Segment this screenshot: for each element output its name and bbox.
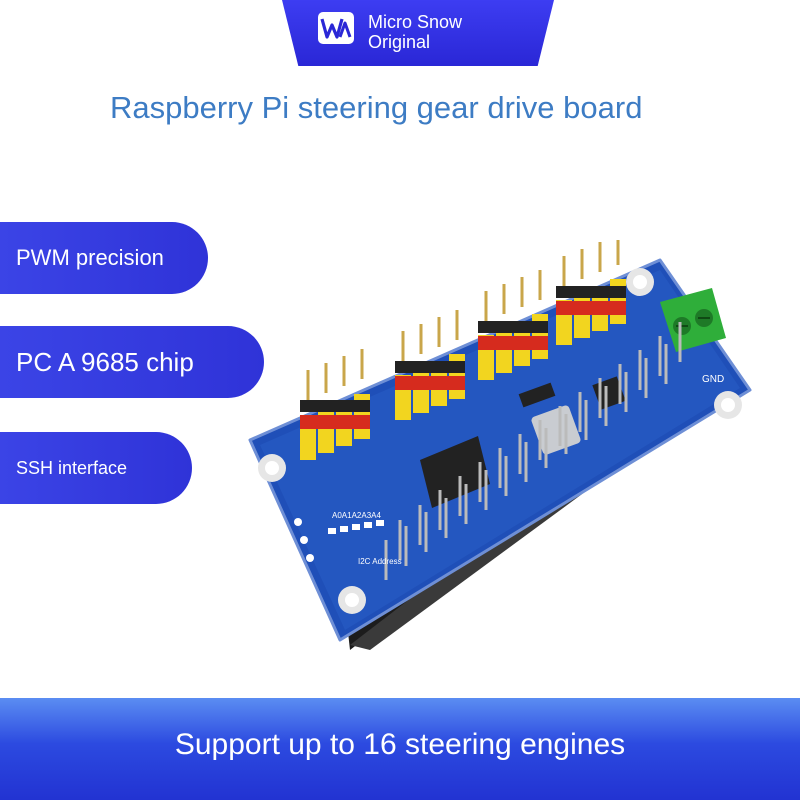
brand-tab: Micro Snow Original — [282, 0, 554, 66]
brand-name-line1: Micro Snow — [368, 12, 463, 32]
feature-badge-interface: SSH interface — [0, 432, 192, 504]
regulator-chip — [531, 405, 581, 455]
terminal-label: GND — [702, 374, 724, 385]
mounting-holes — [258, 268, 742, 614]
screw-terminal — [660, 288, 726, 352]
status-leds — [294, 518, 314, 562]
banner-text: Support up to 16 steering engines — [174, 728, 626, 761]
bottom-banner: Support up to 16 steering engines — [0, 698, 800, 800]
capacitor — [518, 382, 556, 408]
servo-pins — [306, 240, 620, 400]
address-label: A0A1A2A3A4 — [332, 511, 381, 520]
pca9685-chip — [420, 436, 490, 508]
servo-header-group-2 — [395, 354, 465, 420]
product-image: GND A0A1A2A3A4 I2C Address — [248, 240, 752, 650]
servo-header-group-4 — [556, 279, 626, 345]
brand-name-line2: Original — [368, 32, 431, 52]
feature-badge-pwm: PWM precision — [0, 222, 208, 294]
page-title: Raspberry Pi steering gear drive board — [110, 90, 643, 125]
address-jumpers — [328, 520, 384, 534]
i2c-label: I2C Address — [358, 557, 402, 566]
brand-logo-icon — [318, 12, 354, 44]
feature-badge-chip: PC A 9685 chip — [0, 326, 264, 398]
servo-header-group-3 — [478, 314, 548, 380]
gpio-pins — [384, 322, 682, 580]
servo-header-group-1 — [300, 394, 370, 460]
